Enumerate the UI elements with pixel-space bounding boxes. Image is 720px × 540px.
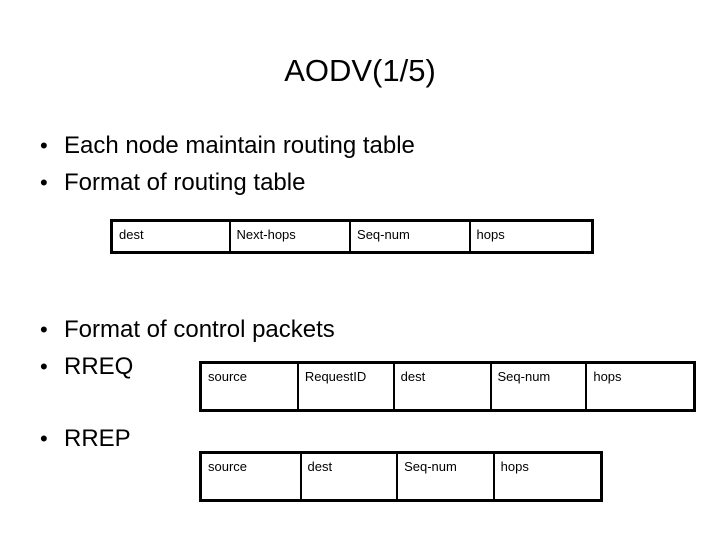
routing-table-field-next-hops: Next-hops — [231, 222, 352, 251]
rreq-field-hops: hops — [593, 369, 622, 384]
bullet-text: Format of control packets — [64, 316, 335, 343]
bullet-text: Each node maintain routing table — [64, 132, 415, 159]
page-title: AODV(1/5) — [284, 53, 436, 88]
rreq-field-seq-num: Seq-num — [492, 364, 588, 409]
bullet-item-format-control-packets: • Format of control packets — [40, 315, 335, 345]
routing-table-field-seq-num: Seq-num — [351, 222, 471, 251]
bullet-marker-icon: • — [40, 133, 48, 158]
bullet-text: RREP — [64, 425, 131, 452]
rreq-field-request-id: RequestID — [299, 364, 395, 409]
bullet-marker-icon: • — [40, 317, 48, 342]
bullet-marker-icon: • — [40, 354, 48, 379]
rrep-field-hops: hops — [500, 459, 529, 474]
bullet-marker-icon: • — [40, 426, 48, 451]
rreq-field-dest: dest — [395, 364, 492, 409]
rreq-packet-diagram: source RequestID dest Seq-num hops — [199, 361, 696, 412]
rrep-field-source: source — [202, 454, 302, 499]
rrep-field-dest: dest — [302, 454, 399, 499]
bullet-marker-icon: • — [40, 170, 48, 195]
rrep-packet-diagram: source dest Seq-num hops — [199, 451, 603, 502]
bullet-item-format-routing-table: • Format of routing table — [40, 168, 305, 198]
bullet-item-rreq: • RREQ — [40, 352, 133, 382]
routing-table-field-hops: hops — [476, 227, 505, 242]
routing-table-diagram: dest Next-hops Seq-num hops — [110, 219, 594, 254]
bullet-item-each-node: • Each node maintain routing table — [40, 131, 415, 161]
bullet-text: RREQ — [64, 353, 134, 380]
bullet-text: Format of routing table — [64, 169, 306, 196]
rreq-field-source: source — [202, 364, 299, 409]
bullet-item-rrep: • RREP — [40, 424, 131, 454]
routing-table-field-dest: dest — [113, 222, 231, 251]
rrep-field-seq-num: Seq-num — [398, 454, 495, 499]
